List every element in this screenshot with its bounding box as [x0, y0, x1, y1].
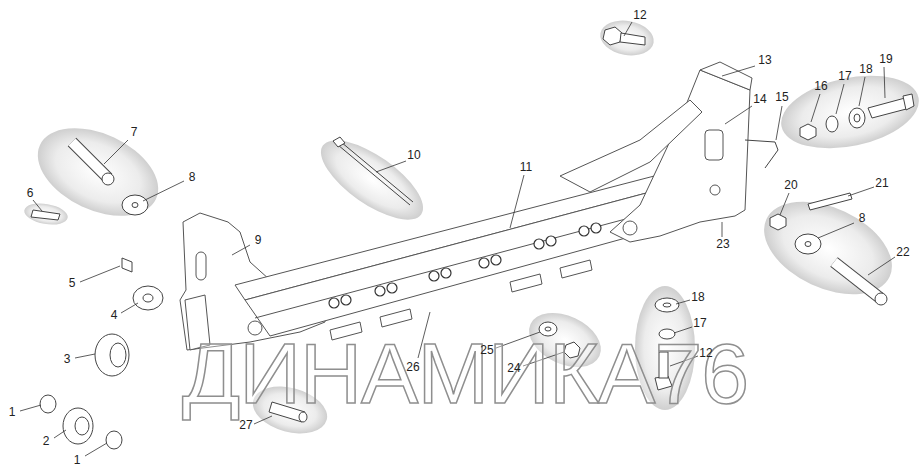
callout-number: 8: [858, 212, 867, 225]
callout-number: 9: [254, 234, 263, 247]
callout-number: 16: [813, 80, 828, 93]
callout-number: 19: [878, 53, 893, 66]
callout-number: 10: [406, 149, 421, 162]
callout-number: 18: [858, 63, 873, 76]
callout-number: 11: [519, 161, 533, 174]
callout-number: 23: [715, 238, 730, 251]
callout-number: 15: [774, 91, 789, 104]
callout-number: 24: [506, 362, 521, 375]
callout-number: 20: [783, 179, 798, 192]
callout-number: 1: [73, 454, 82, 467]
callout-number: 1: [8, 406, 17, 419]
callout-number: 3: [63, 353, 72, 366]
callout-number: 12: [698, 347, 713, 360]
callout-number: 26: [405, 361, 420, 374]
callout-number: 6: [26, 187, 35, 200]
callout-number: 7: [130, 126, 139, 139]
callout-number: 13: [757, 54, 772, 67]
watermark: ДИНАМИКА76: [182, 330, 748, 416]
callout-number: 5: [68, 277, 77, 290]
callout-number: 8: [188, 171, 197, 184]
callout-number: 27: [238, 419, 253, 432]
callout-number: 25: [479, 344, 494, 357]
callout-number: 17: [837, 70, 852, 83]
callout-number: 17: [692, 317, 707, 330]
callout-number: 21: [874, 177, 889, 190]
callout-number: 12: [632, 9, 647, 22]
callout-number: 22: [895, 246, 910, 259]
callout-number: 2: [42, 435, 51, 448]
callout-number: 14: [752, 93, 767, 106]
callout-number: 18: [690, 291, 705, 304]
callout-number: 4: [110, 309, 119, 322]
